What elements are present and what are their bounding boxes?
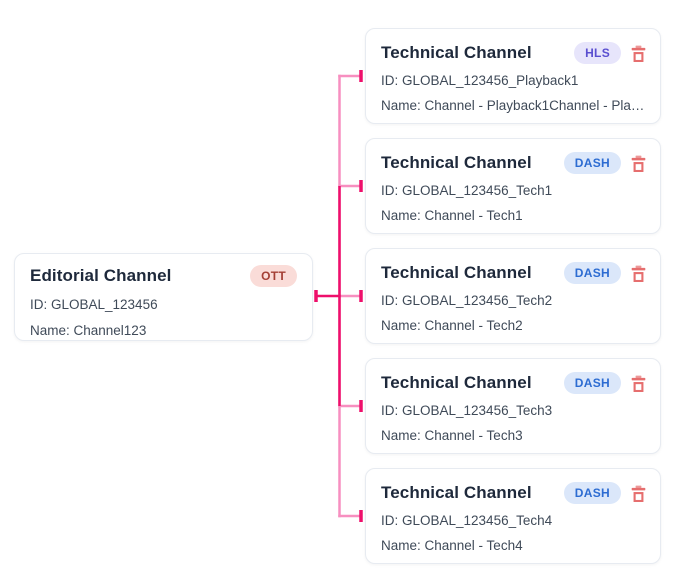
technical-channel-name: Name: Channel - Tech1 — [381, 208, 523, 223]
dash-badge: DASH — [563, 372, 621, 394]
delete-channel-button[interactable] — [631, 375, 646, 392]
card-header: Technical Channel DASH — [381, 152, 648, 174]
editorial-channel-id: ID: GLOBAL_123456 — [30, 297, 158, 312]
delete-channel-button[interactable] — [631, 155, 646, 172]
trash-icon — [631, 375, 646, 392]
card-header: Technical Channel DASH — [381, 482, 648, 504]
dash-badge: DASH — [563, 262, 621, 284]
technical-channel-title: Technical Channel — [381, 263, 532, 282]
technical-channel-id: ID: GLOBAL_123456_Tech2 — [381, 293, 553, 308]
technical-channel-id: ID: GLOBAL_123456_Playback1 — [381, 73, 579, 88]
editorial-channel-title: Editorial Channel — [30, 266, 172, 285]
card-header: Editorial Channel OTT — [30, 265, 297, 287]
technical-channel-title: Technical Channel — [381, 153, 532, 172]
trash-icon — [631, 265, 646, 282]
technical-channel-id: ID: GLOBAL_123456_Tech1 — [381, 183, 553, 198]
technical-channel-title: Technical Channel — [381, 373, 532, 392]
card-header: Technical Channel DASH — [381, 262, 648, 284]
delete-channel-button[interactable] — [631, 485, 646, 502]
technical-channel-name: Name: Channel - Tech3 — [381, 428, 523, 443]
hls-badge: HLS — [574, 42, 621, 64]
card-header: Technical Channel DASH — [381, 372, 648, 394]
editorial-channel-card[interactable]: Editorial Channel OTT ID: GLOBAL_123456 … — [14, 253, 313, 341]
trash-icon — [631, 155, 646, 172]
trash-icon — [631, 45, 646, 62]
dash-badge: DASH — [563, 152, 621, 174]
trash-icon — [631, 485, 646, 502]
technical-channel-title: Technical Channel — [381, 43, 532, 62]
dash-badge: DASH — [563, 482, 621, 504]
technical-channel-title: Technical Channel — [381, 483, 532, 502]
delete-channel-button[interactable] — [631, 45, 646, 62]
technical-channel-card[interactable]: Technical Channel DASH ID: GLOBAL_123456… — [365, 468, 661, 564]
technical-channel-name: Name: Channel - Tech4 — [381, 538, 523, 553]
technical-channel-card[interactable]: Technical Channel HLS ID: GLOBAL_123456_… — [365, 28, 661, 124]
editorial-channel-name: Name: Channel123 — [30, 323, 147, 338]
technical-channel-card[interactable]: Technical Channel DASH ID: GLOBAL_123456… — [365, 138, 661, 234]
technical-channel-card[interactable]: Technical Channel DASH ID: GLOBAL_123456… — [365, 248, 661, 344]
technical-channel-id: ID: GLOBAL_123456_Tech4 — [381, 513, 553, 528]
ott-badge: OTT — [250, 265, 297, 287]
technical-channel-card[interactable]: Technical Channel DASH ID: GLOBAL_123456… — [365, 358, 661, 454]
technical-channel-name: Name: Channel - Tech2 — [381, 318, 523, 333]
technical-channel-name: Name: Channel - Playback1Channel - Playb… — [381, 98, 648, 113]
delete-channel-button[interactable] — [631, 265, 646, 282]
card-header: Technical Channel HLS — [381, 42, 648, 64]
technical-channel-id: ID: GLOBAL_123456_Tech3 — [381, 403, 553, 418]
